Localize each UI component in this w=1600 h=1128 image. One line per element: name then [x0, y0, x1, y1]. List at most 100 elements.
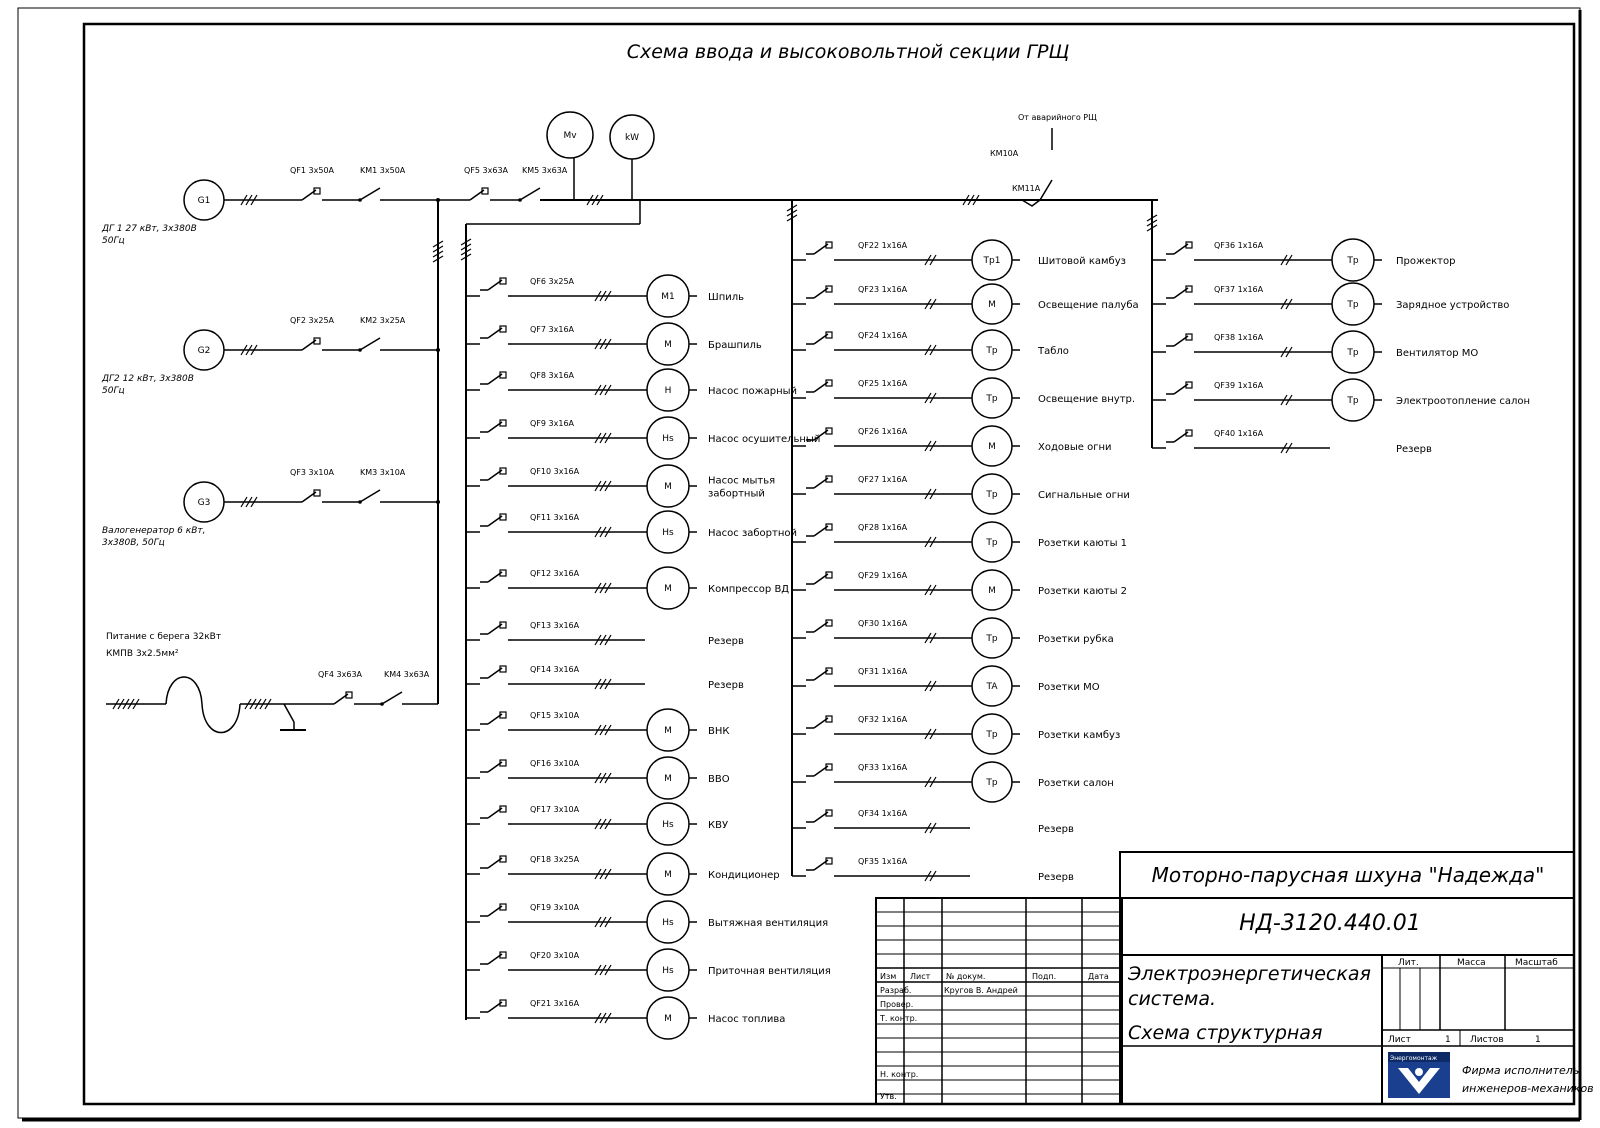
feeder-breaker	[480, 903, 507, 917]
motor-label: Tp	[985, 634, 997, 644]
tick	[924, 298, 932, 310]
feeder-breaker-label: QF22 1x16А	[858, 241, 908, 250]
tick	[924, 728, 932, 740]
feeder-load-label: Насос топлива	[708, 1014, 785, 1025]
generator-breaker	[294, 187, 321, 201]
breaker-latch	[499, 513, 507, 521]
feeder-cable-ticks	[924, 536, 937, 548]
tick	[432, 245, 444, 253]
tick	[599, 724, 607, 736]
feeder-breaker	[480, 371, 507, 385]
tick	[460, 238, 472, 246]
feeder-breaker-label: QF18 3x25А	[530, 855, 580, 864]
revision-table-header: Дата	[1088, 972, 1109, 981]
main-bus-ticks	[586, 194, 604, 206]
tick	[604, 772, 612, 784]
feeder-load-label: Резерв	[708, 636, 744, 647]
feeder-load-label: Электроотопление салон	[1396, 396, 1530, 407]
feeder-load-label: Насос забортной	[708, 528, 797, 539]
feeder-breaker-label: QF17 3x10А	[530, 805, 580, 814]
breaker-latch	[499, 999, 507, 1007]
tick	[924, 440, 932, 452]
feeder-breaker-label: QF26 1x16А	[858, 427, 908, 436]
tick	[1285, 346, 1293, 358]
tick	[924, 488, 932, 500]
breaker-latch	[825, 331, 833, 339]
revision-table-header: № докум.	[946, 972, 985, 981]
feeder-breaker-label: QF12 3x16А	[530, 569, 580, 578]
tick	[604, 634, 612, 646]
tie-wire	[1039, 179, 1053, 201]
feeder-cable-ticks	[1280, 394, 1293, 406]
tick	[594, 678, 602, 690]
motor-label: M	[664, 340, 672, 350]
feeder-breaker	[480, 805, 507, 819]
feeder-load-label: Вентилятор МО	[1396, 348, 1478, 359]
feeder-load-label: Освещение внутр.	[1038, 394, 1135, 405]
motor-label: Mv	[563, 131, 577, 141]
tick	[599, 1012, 607, 1024]
feeder-load-label: Шитовой камбуз	[1038, 256, 1126, 267]
motor-label: M	[988, 442, 996, 452]
feeder-cable-ticks	[594, 432, 612, 444]
ground-wire	[283, 703, 295, 723]
tick	[604, 724, 612, 736]
bus-breaker	[462, 187, 489, 201]
diagram-title: Схема ввода и высоковольтной секции ГРЩ	[627, 41, 1070, 63]
generator-breaker-label: QF2 3x25А	[290, 316, 335, 325]
tick	[599, 772, 607, 784]
tick	[929, 776, 937, 788]
feeder-load-label: Вытяжная вентиляция	[708, 918, 828, 929]
feeder-load-label: забортный	[708, 489, 765, 500]
motor-label: Hs	[662, 966, 674, 976]
breaker-latch	[825, 285, 833, 293]
tick	[1280, 298, 1288, 310]
feeder-breaker-label: QF9 3x16А	[530, 419, 575, 428]
generator-contactor	[350, 187, 381, 202]
revision-table-header: Лист	[910, 972, 931, 981]
tick	[972, 194, 980, 206]
tick	[599, 678, 607, 690]
feeder-breaker-label: QF37 1x16А	[1214, 285, 1264, 294]
tick	[117, 698, 125, 710]
tick	[1285, 254, 1293, 266]
feeder-breaker-label: QF24 1x16А	[858, 331, 908, 340]
tick	[604, 384, 612, 396]
tick	[599, 916, 607, 928]
feeder-breaker	[806, 427, 833, 441]
motor-label: Tp	[985, 730, 997, 740]
breaker-latch	[313, 337, 321, 345]
tick	[1285, 442, 1293, 454]
feeder-breaker-label: QF7 3x16А	[530, 325, 575, 334]
document-title-line-1: Электроэнергетическая	[1127, 963, 1371, 985]
tick	[594, 772, 602, 784]
revision-table-frame	[875, 897, 1123, 1105]
feeder-breaker-label: QF10 3x16А	[530, 467, 580, 476]
feeder-cable-ticks	[594, 526, 612, 538]
lit-label: Лит.	[1398, 958, 1419, 968]
tick	[786, 214, 798, 222]
motor-label: Hs	[662, 820, 674, 830]
contact-dot	[358, 500, 362, 504]
shore-description: Питание с берега 32кВт	[106, 632, 221, 642]
tick	[599, 582, 607, 594]
document-number: НД-3120.440.01	[1239, 911, 1421, 936]
feeder-cable-ticks	[924, 728, 937, 740]
tie-contactor-label: КМ10А	[990, 149, 1019, 158]
tick	[1146, 224, 1158, 232]
tick	[924, 344, 932, 356]
document-title-line-2: система.	[1128, 988, 1216, 1010]
tick	[924, 584, 932, 596]
feeder-breaker-label: QF19 3x10А	[530, 903, 580, 912]
feeder-breaker	[806, 331, 833, 345]
feeder-breaker	[806, 715, 833, 729]
tick	[586, 194, 594, 206]
motor-label: G2	[198, 346, 211, 356]
feeder-breaker-label: QF30 1x16А	[858, 619, 908, 628]
shore-description: КМПВ 3х2.5мм²	[106, 649, 179, 659]
breaker-latch	[499, 467, 507, 475]
feeder-load-label: Резерв	[1038, 824, 1074, 835]
tick	[460, 248, 472, 256]
breaker-latch	[825, 427, 833, 435]
